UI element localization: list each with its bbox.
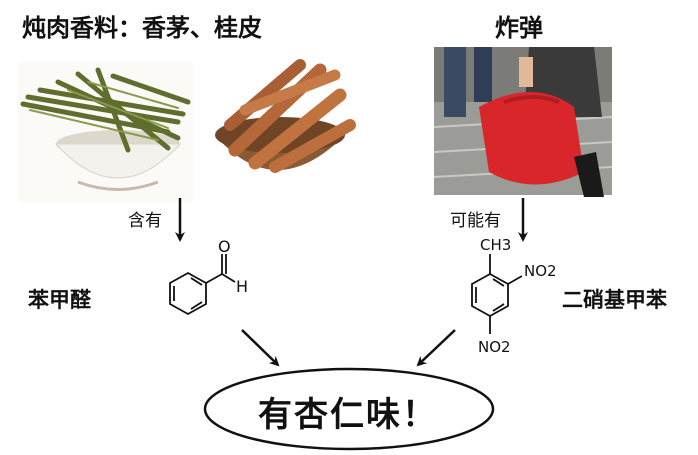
nitro-bottom-label: NO2 xyxy=(478,338,511,356)
dinitrotoluene-name: 二硝基甲苯 xyxy=(562,288,667,312)
methyl-label: CH3 xyxy=(480,236,511,254)
dinitrotoluene-structure: CH3 NO2 NO2 xyxy=(471,236,557,356)
conclusion-text: 有杏仁味！ xyxy=(258,395,438,435)
oxygen-label: O xyxy=(218,237,231,256)
nitro-top-label: NO2 xyxy=(524,262,557,280)
arrow-right-to-conclusion xyxy=(416,329,456,367)
right-title: 炸弹 xyxy=(495,14,543,42)
left-relation-label: 含有 xyxy=(128,211,162,231)
arrow-left-to-conclusion xyxy=(241,329,280,367)
lemongrass-photo xyxy=(18,62,193,202)
benzaldehyde-name: 苯甲醛 xyxy=(28,288,91,312)
conclusion-ellipse xyxy=(203,367,495,451)
right-relation-label: 可能有 xyxy=(450,211,501,231)
left-title: 炖肉香料：香茅、桂皮 xyxy=(22,14,262,42)
bomb-bag-photo xyxy=(433,47,613,197)
cinnamon-photo xyxy=(205,55,356,190)
benzaldehyde-structure: O H xyxy=(169,237,248,316)
aldehyde-h-label: H xyxy=(236,277,248,296)
